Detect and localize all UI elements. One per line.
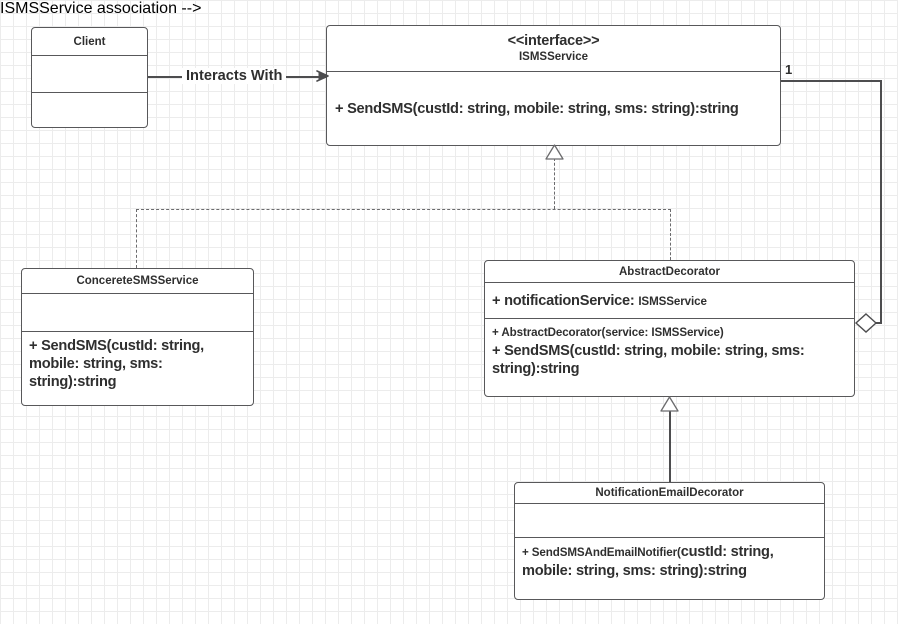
aggregation-line-right	[880, 80, 882, 323]
class-title-notificationemaildecorator: NotificationEmailDecorator	[515, 483, 824, 504]
method-params: custId: string, mobile: string, sms: str…	[522, 544, 774, 579]
class-methods-notificationemaildecorator: + SendSMSAndEmailNotifier(custId: string…	[515, 538, 824, 599]
class-title-ismsservice: <<interface>> ISMSService	[327, 26, 780, 72]
class-name-label: ISMSService	[518, 51, 589, 63]
realization-bus-horizontal	[136, 209, 671, 210]
class-box-ismsservice[interactable]: <<interface>> ISMSService + SendSMS(cust…	[326, 25, 781, 146]
aggregation-line-bottom	[872, 322, 882, 324]
class-title-client: Client	[32, 28, 147, 56]
class-attributes-abstractdecorator: + notificationService: ISMSService	[485, 283, 854, 319]
class-methods-client	[32, 93, 147, 127]
class-title-concretesmsservice: ConcereteSMSService	[22, 269, 253, 294]
aggregation-line-top	[781, 80, 881, 82]
method-name: + SendSMSAndEmailNotifier(	[522, 546, 681, 559]
class-attributes-notificationemaildecorator	[515, 504, 824, 538]
class-box-client[interactable]: Client	[31, 27, 148, 128]
class-name-label: AbstractDecorator	[619, 265, 720, 278]
edge-label-interacts-with: Interacts With	[182, 68, 287, 84]
class-title-abstractdecorator: AbstractDecorator	[485, 261, 854, 283]
class-methods-abstractdecorator: + AbstractDecorator(service: ISMSService…	[485, 319, 854, 396]
class-box-notificationemaildecorator[interactable]: NotificationEmailDecorator + SendSMSAndE…	[514, 482, 825, 600]
hollow-diamond-icon	[854, 313, 878, 333]
class-methods-ismsservice: + SendSMS(custId: string, mobile: string…	[327, 72, 780, 145]
method-signature-constructor: + AbstractDecorator(service: ISMSService…	[492, 326, 724, 339]
realization-stem-interface	[554, 158, 555, 209]
method-signature: + SendSMSAndEmailNotifier(custId: string…	[522, 543, 817, 580]
realization-drop-concrete	[136, 209, 137, 268]
class-box-abstractdecorator[interactable]: AbstractDecorator + notificationService:…	[484, 260, 855, 397]
class-name-label: Client	[73, 35, 106, 48]
attribute-name: + notificationService:	[492, 292, 639, 309]
method-signature: + SendSMS(custId: string, mobile: string…	[29, 338, 204, 390]
class-name-label: ConcereteSMSService	[76, 275, 199, 287]
class-box-concretesmsservice[interactable]: ConcereteSMSService + SendSMS(custId: st…	[21, 268, 254, 406]
method-signature: + SendSMS(custId: string, mobile: string…	[335, 101, 739, 117]
realization-drop-abstract	[670, 209, 671, 260]
class-attributes-concretesmsservice	[22, 294, 253, 332]
attribute-type: ISMSService	[638, 294, 707, 308]
attribute-row: + notificationService: ISMSService	[492, 292, 707, 311]
arrowhead-filled-icon	[316, 69, 330, 83]
generalization-line-email-decorator	[669, 410, 671, 482]
multiplicity-label-one: 1	[785, 62, 793, 77]
class-stereotype-label: <<interface>>	[507, 33, 600, 49]
method-signature-sendsms: + SendSMS(custId: string, mobile: string…	[492, 343, 805, 377]
hollow-triangle-icon-generalization	[660, 396, 679, 412]
class-methods-concretesmsservice: + SendSMS(custId: string, mobile: string…	[22, 332, 253, 405]
class-name-label: NotificationEmailDecorator	[595, 487, 744, 499]
class-attributes-client	[32, 56, 147, 93]
hollow-triangle-icon-realization-interface	[545, 144, 564, 160]
